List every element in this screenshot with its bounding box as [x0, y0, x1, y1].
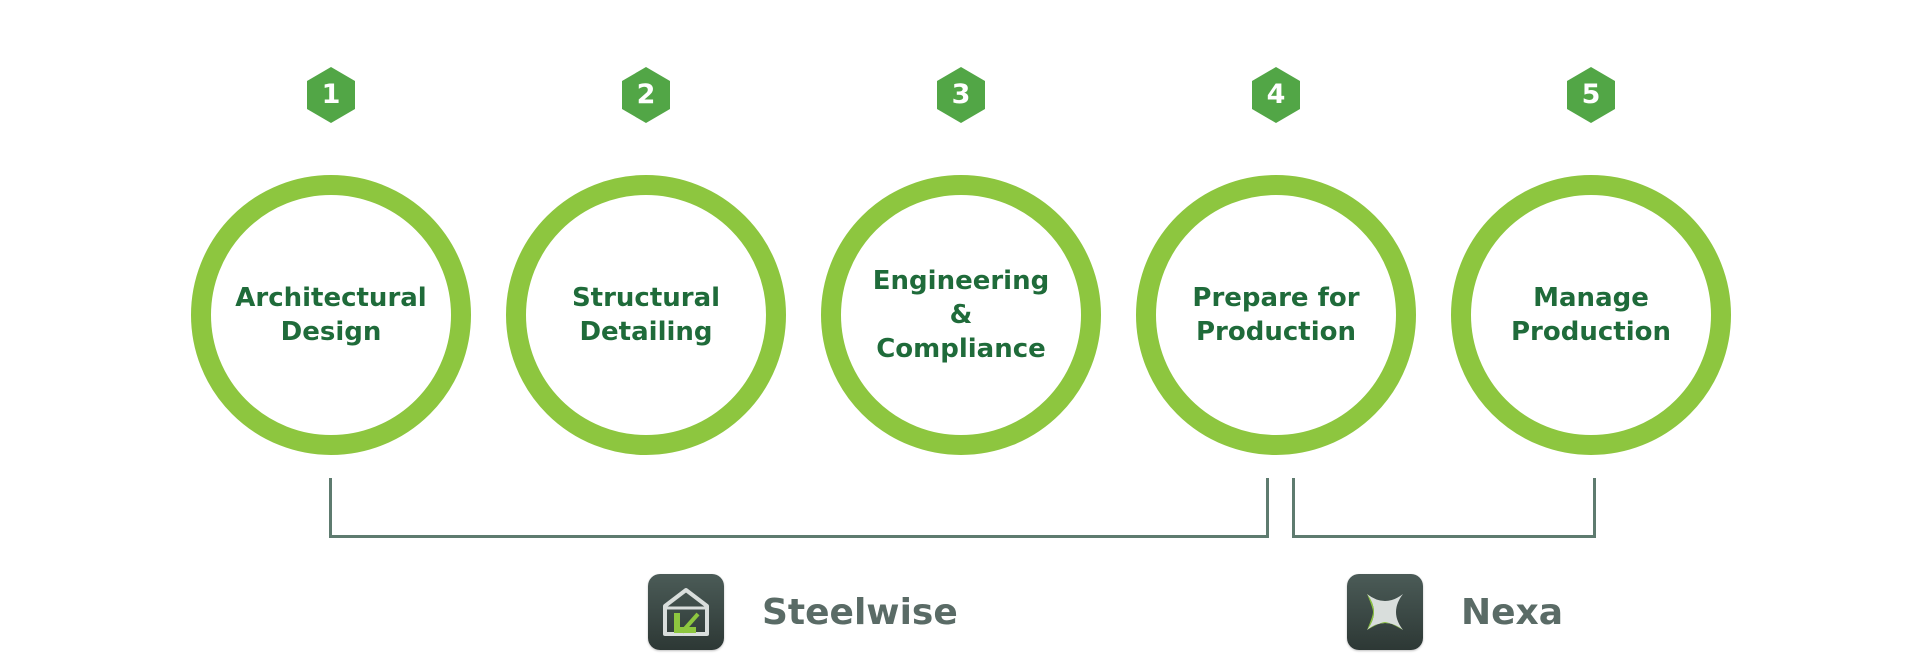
step-number-badge: 1: [306, 67, 356, 123]
step-3: 3 Engineering & Compliance: [821, 0, 1101, 460]
step-label: Engineering & Compliance: [861, 264, 1061, 366]
step-4: 4 Prepare for Production: [1136, 0, 1416, 460]
step-label: Prepare for Production: [1176, 281, 1376, 349]
steelwise-house-icon: [648, 574, 724, 650]
product-name: Nexa: [1461, 591, 1564, 633]
step-number: 4: [1266, 79, 1286, 110]
step-circle: Manage Production: [1451, 175, 1731, 455]
step-label-line-1: Structural: [571, 283, 721, 313]
step-label: Architectural Design: [231, 281, 431, 349]
step-label-line-2: Production: [1196, 317, 1356, 347]
steelwise-bracket: [329, 478, 1269, 538]
step-number-badge: 5: [1566, 67, 1616, 123]
step-label-line-1: Engineering: [872, 266, 1050, 296]
hexagon-icon: [1252, 67, 1300, 123]
hexagon-icon: [307, 67, 355, 123]
product-nexa: Nexa: [1347, 574, 1563, 650]
step-1: 1 Architectural Design: [191, 0, 471, 460]
product-name: Steelwise: [762, 591, 958, 633]
nexa-bracket: [1292, 478, 1596, 538]
hexagon-icon: [1567, 67, 1615, 123]
hexagon-icon: [622, 67, 670, 123]
nexa-logo-icon: [1347, 574, 1423, 650]
step-circle: Architectural Design: [191, 175, 471, 455]
step-circle: Structural Detailing: [506, 175, 786, 455]
step-number: 3: [951, 79, 971, 110]
step-number-badge: 3: [936, 67, 986, 123]
step-number: 5: [1581, 79, 1601, 110]
step-label-line-1: Manage: [1533, 283, 1649, 313]
step-5: 5 Manage Production: [1451, 0, 1731, 460]
step-label-line-2: Detailing: [579, 317, 713, 347]
step-label-line-1: Prepare for: [1192, 283, 1360, 313]
step-number-badge: 4: [1251, 67, 1301, 123]
step-2: 2 Structural Detailing: [506, 0, 786, 460]
step-label-line-2: & Compliance: [876, 300, 1046, 364]
hexagon-icon: [937, 67, 985, 123]
step-circle: Prepare for Production: [1136, 175, 1416, 455]
step-label: Structural Detailing: [546, 281, 746, 349]
step-number: 1: [321, 79, 341, 110]
step-circle: Engineering & Compliance: [821, 175, 1101, 455]
step-label-line-2: Production: [1511, 317, 1671, 347]
step-number-badge: 2: [621, 67, 671, 123]
product-steelwise: Steelwise: [648, 574, 958, 650]
step-number: 2: [636, 79, 656, 110]
step-label: Manage Production: [1491, 281, 1691, 349]
step-label-line-2: Design: [280, 317, 382, 347]
step-label-line-1: Architectural: [235, 283, 427, 313]
